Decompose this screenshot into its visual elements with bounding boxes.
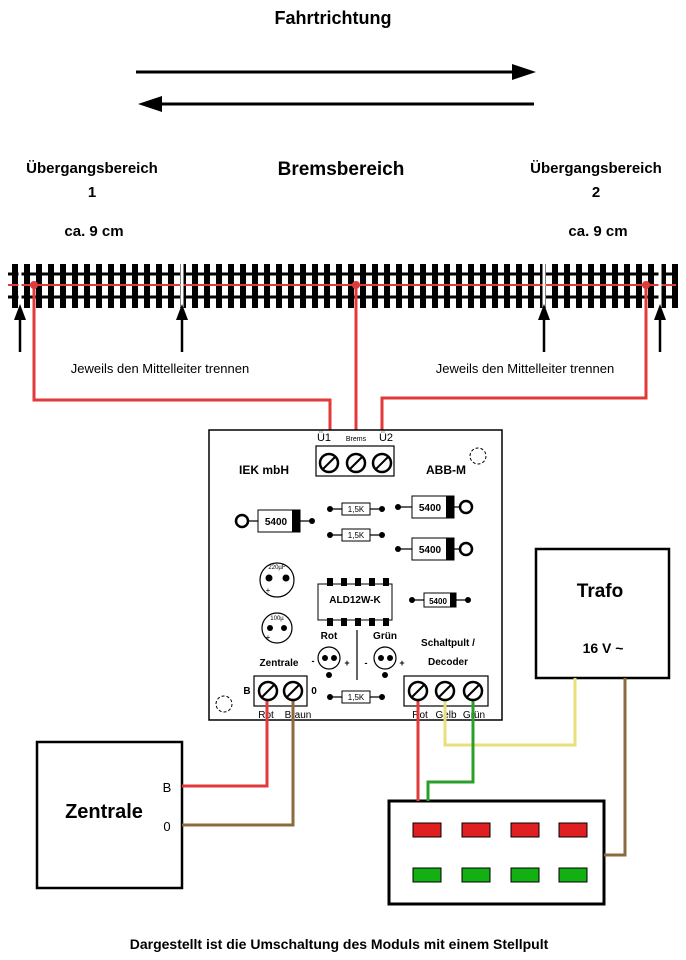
led-red-minus: -	[312, 656, 315, 666]
wire-trafo-brown	[604, 678, 627, 857]
mounting-hole	[215, 695, 233, 713]
terminal-screw	[407, 680, 429, 702]
wire-decoder-yellow	[443, 678, 577, 747]
terminal-screw	[318, 452, 340, 474]
diode: 5400	[395, 495, 474, 519]
zone-left-number: 1	[88, 184, 96, 201]
track-feed-wires	[32, 285, 648, 455]
diode-label: 5400	[419, 503, 442, 514]
diode-label: 5400	[265, 517, 288, 528]
panel-button-red	[461, 822, 491, 838]
diode: 5400	[409, 592, 471, 608]
zone-right-number: 2	[592, 184, 600, 201]
track	[8, 262, 678, 310]
trafo-voltage: 16 V ~	[583, 640, 624, 656]
schaltpult-label-line2: Decoder	[428, 657, 468, 668]
trafo-title: Trafo	[577, 581, 623, 602]
diode-label: 5400	[419, 545, 442, 556]
terminal-label-braun: Braun	[285, 710, 312, 721]
led-red	[317, 646, 341, 670]
panel-button-green	[558, 867, 588, 883]
terminal-screw	[282, 680, 304, 702]
module-board: IEK mbH ABB-M Ü1 Brems Ü2 5400	[208, 429, 503, 721]
zone-right-title: Übergangsbereich	[530, 160, 662, 177]
wire-zentrale-0	[182, 691, 295, 827]
resistor: 1,5K	[327, 502, 385, 516]
terminal-label-u1: Ü1	[317, 432, 331, 444]
led-green	[373, 646, 397, 670]
separation-arrows	[14, 304, 666, 352]
capacitor-label: 100µ	[270, 616, 284, 622]
panel-button-red	[510, 822, 540, 838]
separation-arrow	[176, 304, 188, 352]
zentrale-title: Zentrale	[65, 801, 143, 823]
direction-title: Fahrtrichtung	[275, 8, 392, 28]
led-label-red: Rot	[321, 631, 338, 642]
resistor-label: 1,5K	[348, 505, 365, 514]
terminal-label-brems: Brems	[346, 436, 367, 443]
caption: Dargestellt ist die Umschaltung des Modu…	[130, 936, 549, 952]
control-panel	[387, 799, 606, 906]
schaltpult-label-line1: Schaltpult /	[421, 638, 475, 649]
separation-arrow	[538, 304, 550, 352]
zentrale-block-label: Zentrale	[260, 658, 299, 669]
chip-label: ALD12W-K	[329, 595, 381, 606]
maker-right: ABB-M	[426, 463, 466, 477]
capacitor: 220µF +	[259, 562, 295, 598]
mounting-hole	[469, 447, 487, 465]
terminal-screw	[257, 680, 279, 702]
lower-wires	[182, 678, 627, 857]
terminal-mark-b: B	[243, 686, 250, 697]
panel-button-green	[412, 867, 442, 883]
arrow-right	[136, 64, 536, 80]
arrow-left	[138, 96, 534, 112]
terminal-label-u2: Ü2	[379, 432, 393, 444]
wire-zentrale-b	[182, 691, 269, 788]
wire-u2	[380, 285, 648, 455]
led-red-plus: +	[344, 658, 349, 668]
maker-left: IEK mbH	[239, 463, 289, 477]
zentrale-box: Zentrale B 0	[35, 740, 184, 890]
led-label-green: Grün	[373, 631, 397, 642]
diode: 5400	[234, 509, 315, 533]
led-green-plus: +	[399, 658, 404, 668]
resistor-label: 1,5K	[348, 531, 365, 540]
separation-arrow	[14, 304, 26, 352]
panel-button-red	[558, 822, 588, 838]
resistor: 1,5K	[327, 528, 385, 542]
capacitor: 100µ +	[261, 612, 293, 644]
zentrale-pin-b: B	[163, 780, 172, 795]
diode: 5400	[395, 537, 474, 561]
zone-left-length: ca. 9 cm	[64, 223, 123, 240]
capacitor-plus: +	[266, 586, 271, 595]
wire-u1	[32, 285, 332, 455]
terminal-screw	[462, 680, 484, 702]
terminal-screw	[345, 452, 367, 474]
zone-left-title: Übergangsbereich	[26, 160, 158, 177]
terminal-mark-0: 0	[311, 686, 317, 697]
note-left: Jeweils den Mittelleiter trennen	[71, 361, 249, 376]
panel-button-green	[461, 867, 491, 883]
capacitor-plus: +	[266, 633, 271, 642]
trafo-box: Trafo 16 V ~	[534, 547, 671, 680]
led-green-minus: -	[365, 658, 368, 668]
zone-right-length: ca. 9 cm	[568, 223, 627, 240]
resistor: 1,5K	[327, 690, 385, 704]
capacitor-label: 220µF	[268, 565, 285, 571]
wire-decoder-green	[426, 691, 475, 801]
terminal-screw	[434, 680, 456, 702]
terminal-label-rot: Rot	[412, 710, 428, 721]
zentrale-pin-0: 0	[163, 819, 170, 834]
resistor-label: 1,5K	[348, 693, 365, 702]
note-right: Jeweils den Mittelleiter trennen	[436, 361, 614, 376]
panel-button-red	[412, 822, 442, 838]
panel-button-green	[510, 867, 540, 883]
relay-chip: ALD12W-K	[317, 578, 393, 626]
separation-arrow	[654, 304, 666, 352]
diode-label: 5400	[429, 597, 447, 606]
brake-zone-title: Bremsbereich	[278, 159, 405, 180]
terminal-screw	[371, 452, 393, 474]
